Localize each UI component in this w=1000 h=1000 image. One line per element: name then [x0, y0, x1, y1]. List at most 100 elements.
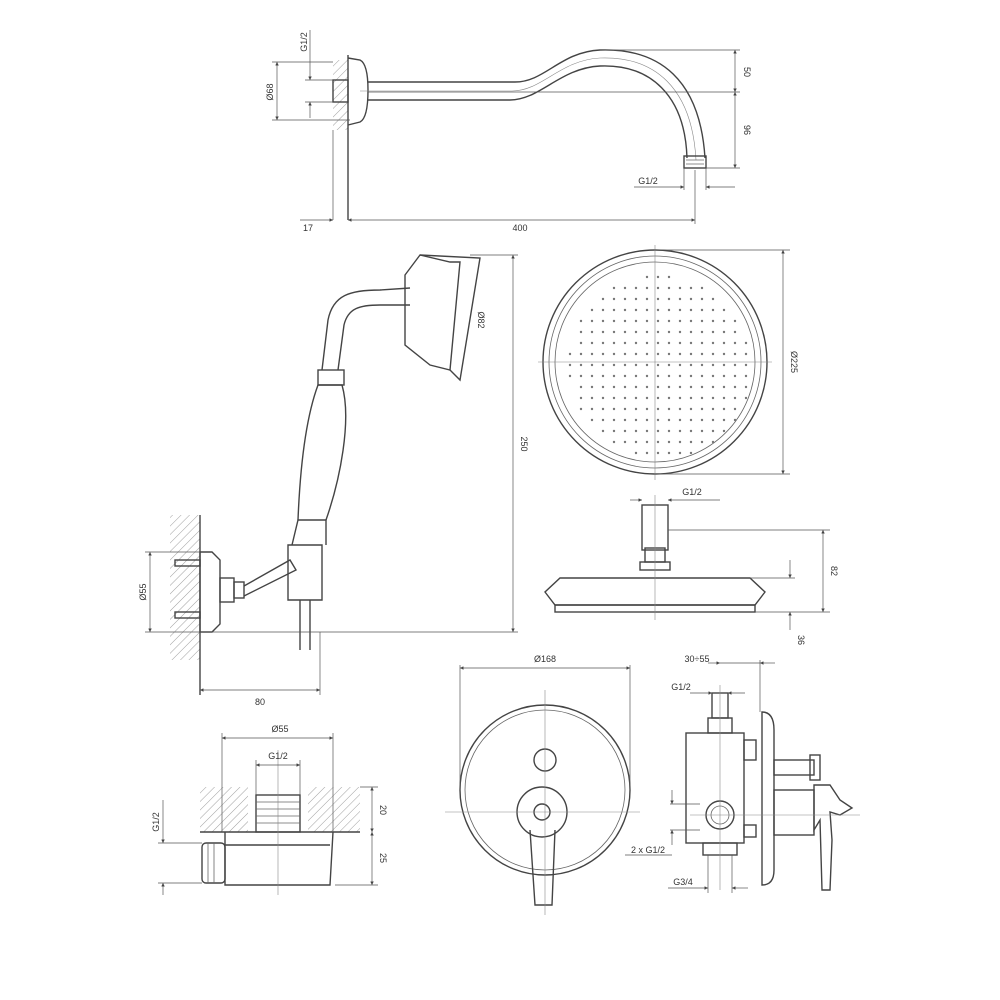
nozzle-dot [601, 341, 605, 345]
nozzle-dot [689, 330, 693, 334]
nozzle-dot [656, 352, 660, 356]
nozzle-dot [700, 429, 704, 433]
nozzle-dot [667, 319, 671, 323]
nozzle-dot [711, 440, 715, 444]
nozzle-dot [678, 396, 682, 400]
wall-hatch [170, 515, 200, 660]
nozzle-dot [711, 407, 715, 411]
nozzle-dot [711, 308, 715, 312]
nozzle-dot [667, 352, 671, 356]
nozzle-dot [656, 429, 660, 433]
nozzle-dot [579, 396, 583, 400]
nozzle-dot [678, 341, 682, 345]
nozzle-dot [700, 440, 704, 444]
nozzle-dot [700, 352, 704, 356]
nozzle-dot [689, 407, 693, 411]
rain-head-side-view: G1/2 82 36 [544, 487, 839, 645]
nozzle-dot [590, 330, 594, 334]
nozzle-dot [645, 363, 649, 367]
nozzle-dot [612, 418, 616, 422]
dim-rain-total-height: 82 [829, 566, 839, 576]
nozzle-dot [601, 374, 605, 378]
nozzle-dot [744, 352, 748, 356]
nozzle-dot [722, 352, 726, 356]
nozzle-dot [601, 308, 605, 312]
nozzle-dot [612, 440, 616, 444]
nozzle-dot [656, 363, 660, 367]
nozzle-dot [623, 363, 627, 367]
nozzle-dot [601, 429, 605, 433]
nozzle-dot [623, 407, 627, 411]
nozzle-dot [700, 363, 704, 367]
nozzle-dot [590, 418, 594, 422]
nozzle-dot [656, 297, 660, 301]
nozzle-dot [656, 319, 660, 323]
nozzle-dot [700, 308, 704, 312]
nozzle-dot [590, 308, 594, 312]
nozzle-dot [590, 374, 594, 378]
dim-mixer-plate-diameter: Ø168 [534, 654, 556, 664]
nozzle-dot [711, 297, 715, 301]
rain-head-top-view: Ø225 [538, 245, 799, 480]
dim-hand-shower-height: 250 [519, 436, 529, 451]
nozzle-dot [700, 319, 704, 323]
dim-outlet-thread: G1/2 [268, 751, 288, 761]
nozzle-dot [634, 396, 638, 400]
nozzle-dot [711, 418, 715, 422]
nozzle-dot [656, 418, 660, 422]
nozzle-dot [689, 286, 693, 290]
nozzle-dot [667, 275, 671, 279]
nozzle-dot [667, 374, 671, 378]
nozzle-dot [667, 418, 671, 422]
dim-rise: 50 [742, 67, 752, 77]
dim-outlet-side-thread: G1/2 [151, 812, 161, 832]
nozzle-dot [612, 330, 616, 334]
nozzle-dot [733, 341, 737, 345]
nozzle-dot [667, 407, 671, 411]
nozzle-dot [612, 352, 616, 356]
nozzle-dot [689, 308, 693, 312]
nozzle-dot [678, 440, 682, 444]
nozzle-dot [601, 363, 605, 367]
nozzle-dot [645, 286, 649, 290]
nozzle-dot [612, 319, 616, 323]
nozzle-dot [678, 330, 682, 334]
nozzle-dot [744, 341, 748, 345]
nozzle-dot [722, 407, 726, 411]
nozzle-dot [722, 385, 726, 389]
nozzle-dot [667, 286, 671, 290]
nozzle-dot [689, 319, 693, 323]
dim-outlet-thread: G1/2 [638, 176, 658, 186]
nozzle-dot [722, 374, 726, 378]
nozzle-dot [689, 418, 693, 422]
nozzle-dot [711, 363, 715, 367]
nozzle-dot [656, 374, 660, 378]
nozzle-dot [634, 297, 638, 301]
nozzle-dot [612, 286, 616, 290]
dim-thread-top: G1/2 [299, 32, 309, 52]
nozzle-dot [590, 385, 594, 389]
nozzle-dot [733, 396, 737, 400]
nozzle-dot [645, 451, 649, 455]
nozzle-dot [711, 385, 715, 389]
nozzle-dot [601, 319, 605, 323]
nozzle-dot [656, 396, 660, 400]
nozzle-dot [579, 319, 583, 323]
wall-outlet-view: Ø55 G1/2 20 25 G1/2 [151, 724, 388, 895]
nozzle-dot [656, 275, 660, 279]
nozzle-dot [612, 396, 616, 400]
nozzle-dot [612, 385, 616, 389]
nozzle-dot [700, 286, 704, 290]
nozzle-dot [678, 451, 682, 455]
nozzle-dot [667, 308, 671, 312]
nozzle-dot [634, 363, 638, 367]
nozzle-dot [689, 385, 693, 389]
nozzle-dot [744, 396, 748, 400]
nozzle-dot [579, 385, 583, 389]
nozzle-dot [678, 286, 682, 290]
nozzle-dot [634, 440, 638, 444]
wall-hatch [333, 60, 348, 130]
nozzle-dot [656, 308, 660, 312]
nozzle-dot [612, 297, 616, 301]
